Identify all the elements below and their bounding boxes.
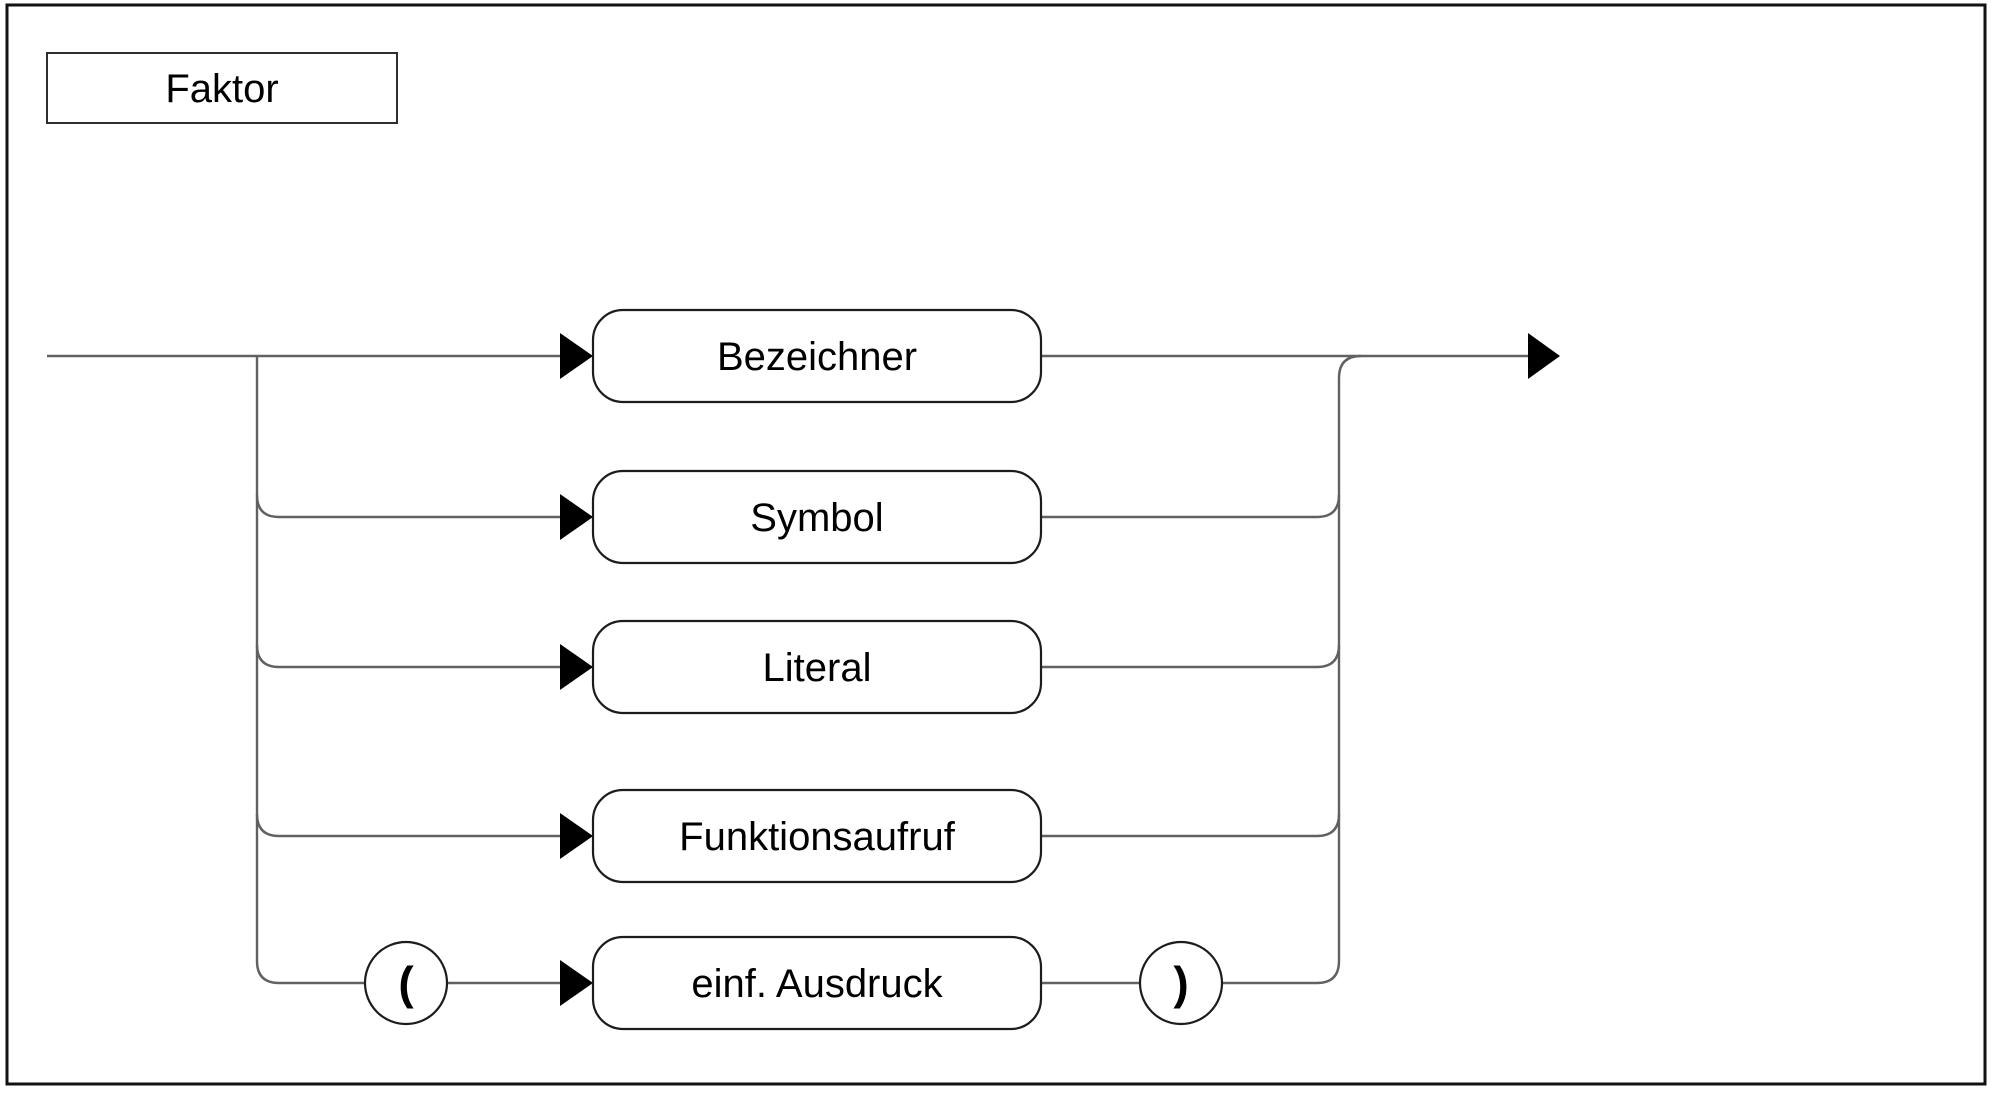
node-label: Bezeichner	[717, 335, 917, 379]
node-literal: Literal	[591, 619, 1043, 715]
merge-vertical-line	[1337, 354, 1362, 961]
node-box	[591, 308, 1043, 404]
node-boxes: Bezeichner Symbol Literal Funktionsaufru…	[591, 308, 1043, 1031]
branch-line-einf-ausdruck	[255, 960, 365, 985]
node-box	[591, 619, 1043, 715]
terminal-circle	[1138, 940, 1224, 1026]
terminal-open-paren: (	[363, 940, 449, 1026]
arrowheads	[560, 333, 1560, 1006]
node-box	[591, 935, 1043, 1031]
terminal-label: (	[398, 957, 414, 1009]
arrow-right-icon	[560, 960, 593, 1006]
node-label: Symbol	[750, 496, 883, 540]
diagram-title: Faktor	[165, 67, 278, 111]
arrow-right-icon	[560, 644, 593, 690]
page-border	[5, 3, 1987, 1086]
exit-arrow-right-icon	[1528, 333, 1560, 379]
merge-line-einf-ausdruck	[1222, 960, 1341, 985]
node-label: Literal	[763, 646, 872, 690]
node-box	[591, 788, 1043, 884]
arrow-right-icon	[560, 813, 593, 859]
node-box	[591, 469, 1043, 565]
title-box-rect	[46, 52, 398, 124]
node-label: Funktionsaufruf	[679, 815, 956, 859]
branch-line-literal	[255, 644, 560, 669]
terminal-circle	[363, 940, 449, 1026]
arrow-right-icon	[560, 333, 593, 379]
node-einf-ausdruck: einf. Ausdruck	[591, 935, 1043, 1031]
node-label: einf. Ausdruck	[691, 962, 943, 1006]
connector-lines	[47, 354, 1528, 985]
node-symbol: Symbol	[591, 469, 1043, 565]
terminal-symbols: ( )	[363, 940, 1224, 1026]
merge-line-symbol	[1041, 494, 1341, 519]
terminal-close-paren: )	[1138, 940, 1224, 1026]
node-funktionsaufruf: Funktionsaufruf	[591, 788, 1043, 884]
merge-line-funktionsaufruf	[1041, 813, 1341, 838]
terminal-label: )	[1173, 957, 1188, 1009]
branch-line-funktionsaufruf	[255, 813, 560, 838]
branch-line-symbol	[255, 494, 560, 519]
node-bezeichner: Bezeichner	[591, 308, 1043, 404]
diagram-title-box: Faktor	[46, 52, 398, 124]
merge-line-literal	[1041, 644, 1341, 669]
arrow-right-icon	[560, 494, 593, 540]
